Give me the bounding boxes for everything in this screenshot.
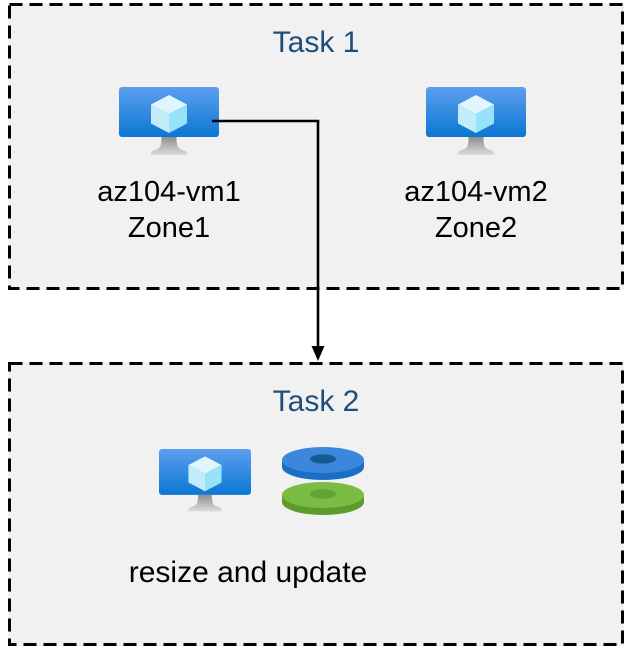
vm2-name-label: az104-vm2 — [404, 176, 548, 208]
vm1-zone-label: Zone1 — [127, 212, 211, 244]
virtual-machine-icon — [119, 87, 219, 160]
task1-title: Task 1 — [272, 26, 360, 59]
vm1-group: az104-vm1 Zone1 — [69, 87, 269, 246]
task2-title: Task 2 — [272, 385, 360, 418]
virtual-machine-icon — [426, 87, 526, 160]
vm1-name-label: az104-vm1 — [97, 176, 241, 208]
task1-box: Task 1 az104-vm1 Zone1 az104-vm2 Zone2 — [8, 3, 624, 290]
task2-caption: resize and update — [128, 556, 368, 589]
virtual-machine-icon — [159, 449, 251, 516]
vm2-zone-label: Zone2 — [434, 212, 518, 244]
disks-icon — [281, 443, 365, 517]
vm2-group: az104-vm2 Zone2 — [376, 87, 576, 246]
task2-box: Task 2 resize and update — [8, 362, 624, 646]
